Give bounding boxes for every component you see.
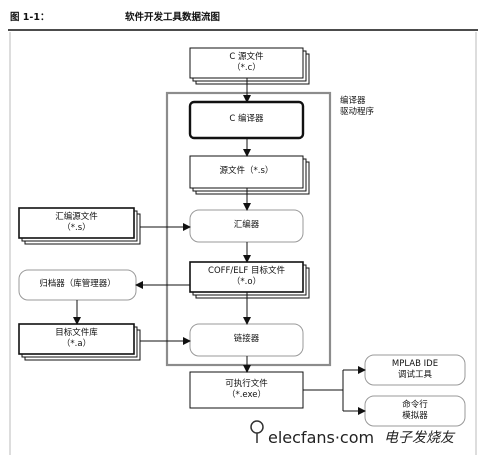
executable-label: 可执行文件 （*.exe） xyxy=(225,378,268,400)
object-file-label: COFF/ELF 目标文件 （*.o） xyxy=(208,265,285,287)
object-lib-label: 目标文件库 （*.a） xyxy=(55,327,98,349)
object-file-box xyxy=(189,261,310,299)
figure-title: 软件开发工具数据流图 xyxy=(125,12,221,23)
elecfans-logo-icon xyxy=(250,420,264,443)
c-source-label: C 源文件 （*.c） xyxy=(229,51,264,73)
linker-label: 链接器 xyxy=(233,334,260,345)
asm-input-box xyxy=(18,207,141,245)
asm-input-label: 汇编源文件 （*.s） xyxy=(55,211,98,233)
figure-label: 图 1-1： xyxy=(10,12,50,23)
archiver-label: 归档器（库管理器） xyxy=(39,279,116,290)
asm-source-label: 源文件（*.s） xyxy=(219,166,274,177)
simulator-label: 命令行 模拟器 xyxy=(402,399,428,421)
asm-source-box xyxy=(189,155,310,195)
mplab-label: MPLAB IDE 调试工具 xyxy=(391,358,439,380)
object-lib-box xyxy=(18,323,141,361)
c-compiler-label: C 编译器 xyxy=(229,114,264,125)
c-source-box xyxy=(189,47,310,85)
assembler-label: 汇编器 xyxy=(233,220,260,231)
compiler-driver-label: 编译器 驱动程序 xyxy=(340,96,375,118)
executable-box xyxy=(189,371,304,409)
watermark-site: elecfans·com xyxy=(268,428,375,447)
watermark-cn: 电子发烧友 xyxy=(384,430,454,446)
